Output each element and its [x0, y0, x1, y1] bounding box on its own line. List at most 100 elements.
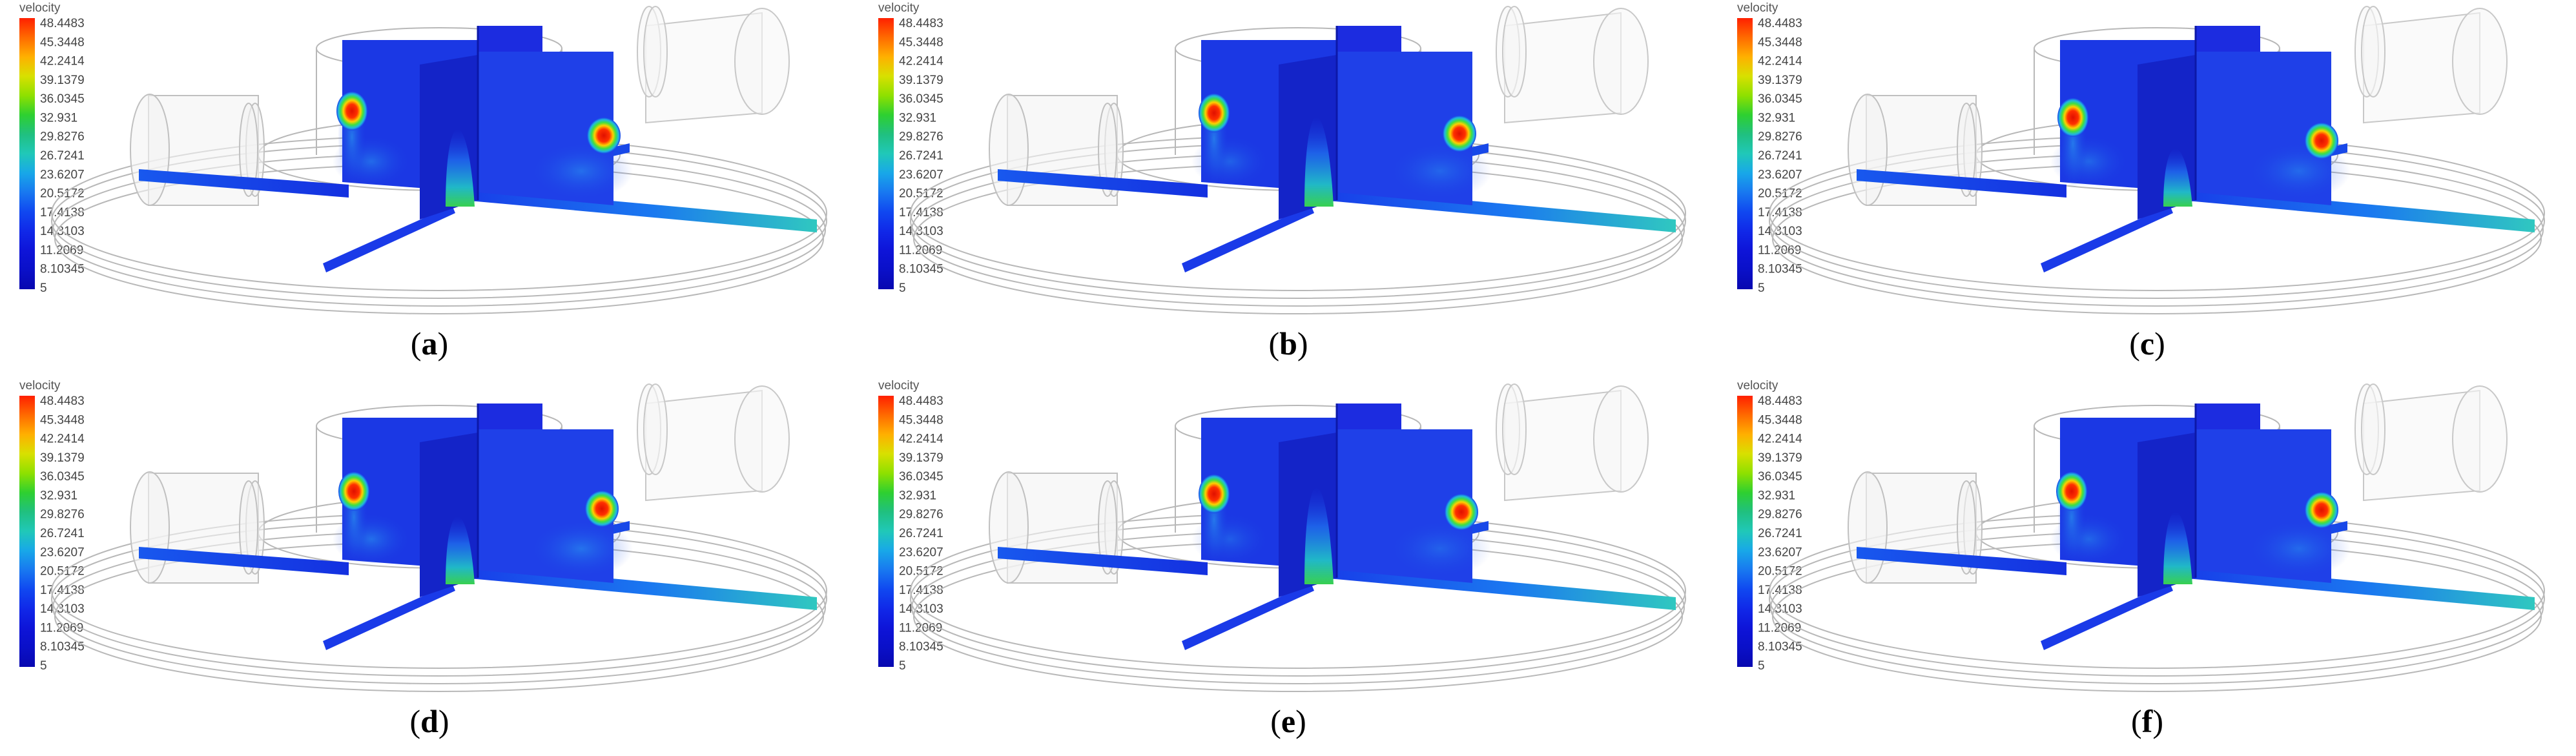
legend-tick-label: 42.2414 — [1758, 55, 1802, 68]
right-jet-hotspot — [1445, 494, 1478, 530]
panel-caption: (c) — [2129, 325, 2165, 362]
velocity-legend: velocity48.448345.344842.241439.137936.0… — [1737, 1, 1802, 295]
panel-letter: d — [420, 703, 438, 739]
right-outlet-pipe — [1496, 6, 1649, 124]
legend-tick-label: 5 — [1758, 281, 1765, 295]
wake-region — [1388, 520, 1492, 578]
legend-tick-label: 42.2414 — [899, 433, 943, 446]
pipe-end — [2452, 385, 2508, 493]
legend-tick-label: 45.3448 — [40, 36, 85, 49]
panel-letter: b — [1279, 325, 1297, 362]
legend-tick-label: 32.931 — [40, 111, 77, 125]
pipe-end — [734, 385, 790, 493]
legend-colorbar — [1737, 18, 1753, 289]
vessel-outline — [51, 405, 827, 692]
pipe-flange — [1957, 480, 1976, 575]
legend-tick-label: 39.1379 — [899, 74, 943, 87]
legend-tick-label: 36.0345 — [899, 92, 943, 106]
legend-tick-label: 26.7241 — [1758, 527, 1802, 540]
panel-caption: (d) — [409, 703, 449, 739]
legend-colorbar — [878, 18, 894, 289]
legend-tick-label: 20.5172 — [1758, 187, 1802, 201]
legend-tick-label: 23.6207 — [899, 546, 943, 559]
legend-tick-label: 20.5172 — [40, 565, 85, 578]
central-plume — [2163, 148, 2192, 207]
legend-tick-label: 5 — [899, 659, 906, 673]
legend-colorbar — [19, 396, 35, 667]
legend-tick-label: 48.4483 — [40, 394, 85, 408]
central-plume — [2163, 511, 2192, 584]
legend-tick-label: 29.8276 — [1758, 508, 1802, 522]
legend-tick-label: 5 — [40, 659, 47, 673]
legend-tick-label: 45.3448 — [899, 413, 943, 427]
left-jet-hotspot — [338, 472, 369, 511]
left-arm — [998, 169, 1208, 198]
wake-region — [530, 142, 633, 200]
panel-letter: c — [2139, 325, 2155, 362]
left-arm — [998, 547, 1208, 575]
velocity-legend: velocity48.448345.344842.241439.137936.0… — [878, 379, 943, 673]
legend-tick-label: 48.4483 — [899, 17, 943, 30]
pipe-flange — [643, 383, 668, 475]
legend-tick-label: 42.2414 — [1758, 433, 1802, 446]
right-outlet-pipe — [637, 383, 790, 502]
velocity-legend: velocity48.448345.344842.241439.137936.0… — [1737, 379, 1802, 673]
legend-tick-label: 20.5172 — [899, 565, 943, 578]
legend-tick-label: 45.3448 — [40, 413, 85, 427]
legend-tick-label: 32.931 — [1758, 111, 1795, 125]
legend-tick-label: 5 — [40, 281, 47, 295]
pipe-end — [1848, 471, 1888, 584]
left-arm — [1857, 547, 2066, 575]
right-jet-hotspot — [2305, 123, 2338, 159]
front-arm — [323, 583, 455, 650]
legend-tick-label: 29.8276 — [40, 508, 85, 522]
cfd-scene-c: velocity48.448345.344842.241439.137936.0… — [1737, 1, 2545, 314]
legend-tick-label: 42.2414 — [40, 55, 85, 68]
legend-title: velocity — [19, 379, 61, 393]
wake-region — [1388, 142, 1492, 200]
pipe-flange — [643, 6, 668, 97]
velocity-legend: velocity48.448345.344842.241439.137936.0… — [878, 1, 943, 295]
legend-tick-label: 26.7241 — [1758, 149, 1802, 163]
left-jet-hotspot — [336, 92, 367, 130]
legend-tick-label: 36.0345 — [40, 470, 85, 484]
legend-title: velocity — [878, 379, 920, 393]
legend-tick-label: 29.8276 — [899, 508, 943, 522]
wake-region — [2247, 520, 2351, 578]
legend-tick-label: 39.1379 — [899, 451, 943, 465]
legend-tick-label: 32.931 — [899, 489, 936, 502]
velocity-field — [1191, 94, 1492, 207]
legend-tick-label: 26.7241 — [899, 527, 943, 540]
cfd-scene-d: velocity48.448345.344842.241439.137936.0… — [19, 379, 827, 692]
legend-tick-label: 36.0345 — [899, 470, 943, 484]
front-arm — [2041, 205, 2173, 272]
legend-tick-label: 48.4483 — [1758, 394, 1802, 408]
pipe-flange — [1502, 6, 1527, 97]
legend-tick-label: 45.3448 — [899, 36, 943, 49]
legend-tick-label: 42.2414 — [899, 55, 943, 68]
left-jet-hotspot — [2056, 472, 2087, 511]
legend-tick-label: 8.10345 — [40, 640, 85, 654]
front-arm — [1182, 205, 1314, 272]
pipe-end — [989, 94, 1029, 206]
pipe-flange — [2361, 383, 2385, 475]
left-arm — [139, 169, 349, 198]
pipe-end — [2452, 8, 2508, 115]
legend-colorbar — [878, 396, 894, 667]
left-jet-hotspot — [1199, 94, 1230, 132]
pipe-end — [130, 471, 170, 584]
cfd-scene-e: velocity48.448345.344842.241439.137936.0… — [878, 379, 1686, 692]
legend-title: velocity — [19, 1, 61, 15]
legend-tick-label: 32.931 — [40, 489, 77, 502]
legend-tick-label: 5 — [899, 281, 906, 295]
legend-tick-label: 20.5172 — [40, 187, 85, 201]
pipe-flange — [1098, 103, 1117, 197]
left-jet-hotspot — [1199, 475, 1230, 513]
right-outlet-pipe — [637, 6, 790, 124]
right-jet-hotspot — [1443, 116, 1476, 152]
pipe-end — [1848, 94, 1888, 206]
